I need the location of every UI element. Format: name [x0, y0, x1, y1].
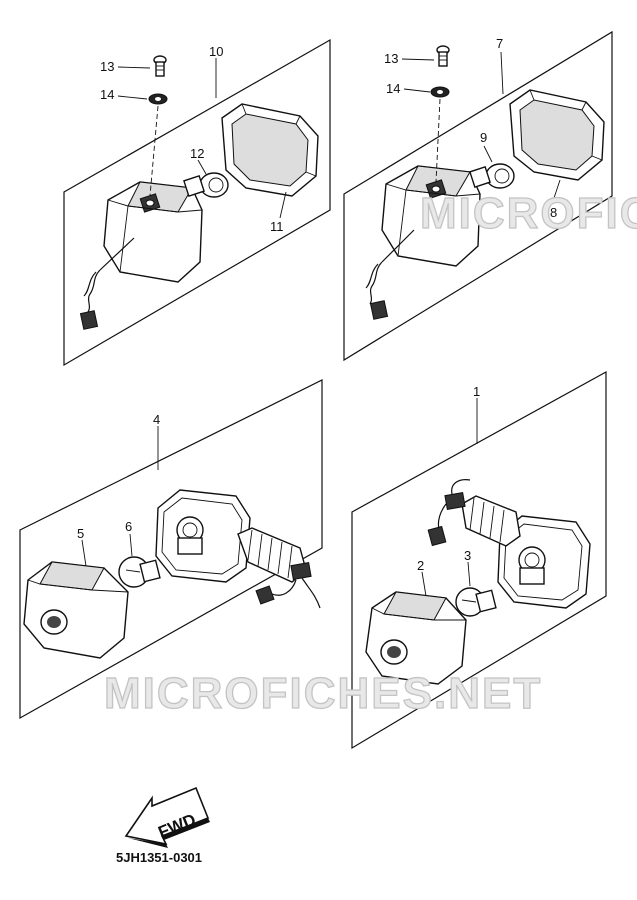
leader-6: [129, 533, 133, 557]
screw-13-upper-right: [436, 45, 450, 67]
callout-13: 13: [384, 51, 398, 66]
callout-10: 10: [209, 44, 223, 59]
lens-8: [509, 89, 605, 181]
screw-13-upper-left: [153, 55, 167, 77]
watermark-upper: MICROFICHES.NET: [420, 189, 637, 238]
panel-outline: [343, 30, 613, 362]
callout-7: 7: [496, 36, 503, 51]
leader-14: [403, 88, 431, 93]
leader-11: [279, 191, 287, 219]
panel-rear-flasher-10: 13 14 10 12 11: [63, 38, 331, 367]
callout-8: 8: [550, 205, 557, 220]
leader-5: [81, 539, 87, 567]
callout-11: 11: [270, 219, 284, 234]
flasher-body-10: [103, 181, 203, 283]
lens-11: [221, 103, 319, 197]
leader-14: [117, 95, 148, 100]
washer-14-upper-right: [430, 86, 450, 98]
callout-3: 3: [464, 548, 471, 563]
callout-13: 13: [100, 59, 114, 74]
leader-3: [467, 561, 471, 587]
panel-front-flasher-4: 4 5 6: [19, 379, 323, 720]
leader-12: [197, 159, 207, 175]
watermark-lower: MICROFICHES.NET: [104, 669, 542, 718]
assembly-line: [435, 98, 441, 183]
callout-14: 14: [386, 81, 400, 96]
leader-9: [483, 145, 493, 163]
callout-4: 4: [153, 412, 160, 427]
drawing-code: 5JH1351-0301: [116, 850, 202, 865]
bulb-12: [183, 172, 229, 198]
callout-2: 2: [417, 558, 424, 573]
callout-14: 14: [100, 87, 114, 102]
callout-12: 12: [190, 146, 204, 161]
leader-13: [401, 58, 435, 61]
flasher-housing-1: [427, 479, 591, 609]
forward-arrow-icon: FWD: [124, 786, 210, 848]
leader-2: [421, 571, 427, 597]
callout-9: 9: [480, 130, 487, 145]
panel-outline: [351, 370, 607, 750]
callout-1: 1: [473, 384, 480, 399]
bulb-9: [469, 163, 515, 189]
washer-14-upper-left: [148, 93, 168, 105]
lens-5: [23, 561, 129, 659]
leader-13: [117, 66, 151, 69]
flasher-body-7: [381, 165, 481, 267]
bulb-3: [455, 587, 497, 617]
panel-front-flasher-1: 1 2 3: [351, 370, 607, 750]
callout-6: 6: [125, 519, 132, 534]
flasher-housing-4: [155, 489, 321, 609]
wire-harness-10: [79, 237, 135, 330]
panel-rear-flasher-7: 13 14 7 9 8: [343, 30, 613, 362]
leader-8: [551, 179, 561, 205]
panel-outline: [63, 38, 331, 367]
panel-outline: [19, 379, 323, 720]
callout-5: 5: [77, 526, 84, 541]
lens-2: [365, 591, 467, 685]
bulb-6: [118, 556, 161, 588]
leader-7: [500, 51, 504, 95]
assembly-line: [149, 105, 159, 197]
wire-harness-7: [365, 229, 415, 320]
